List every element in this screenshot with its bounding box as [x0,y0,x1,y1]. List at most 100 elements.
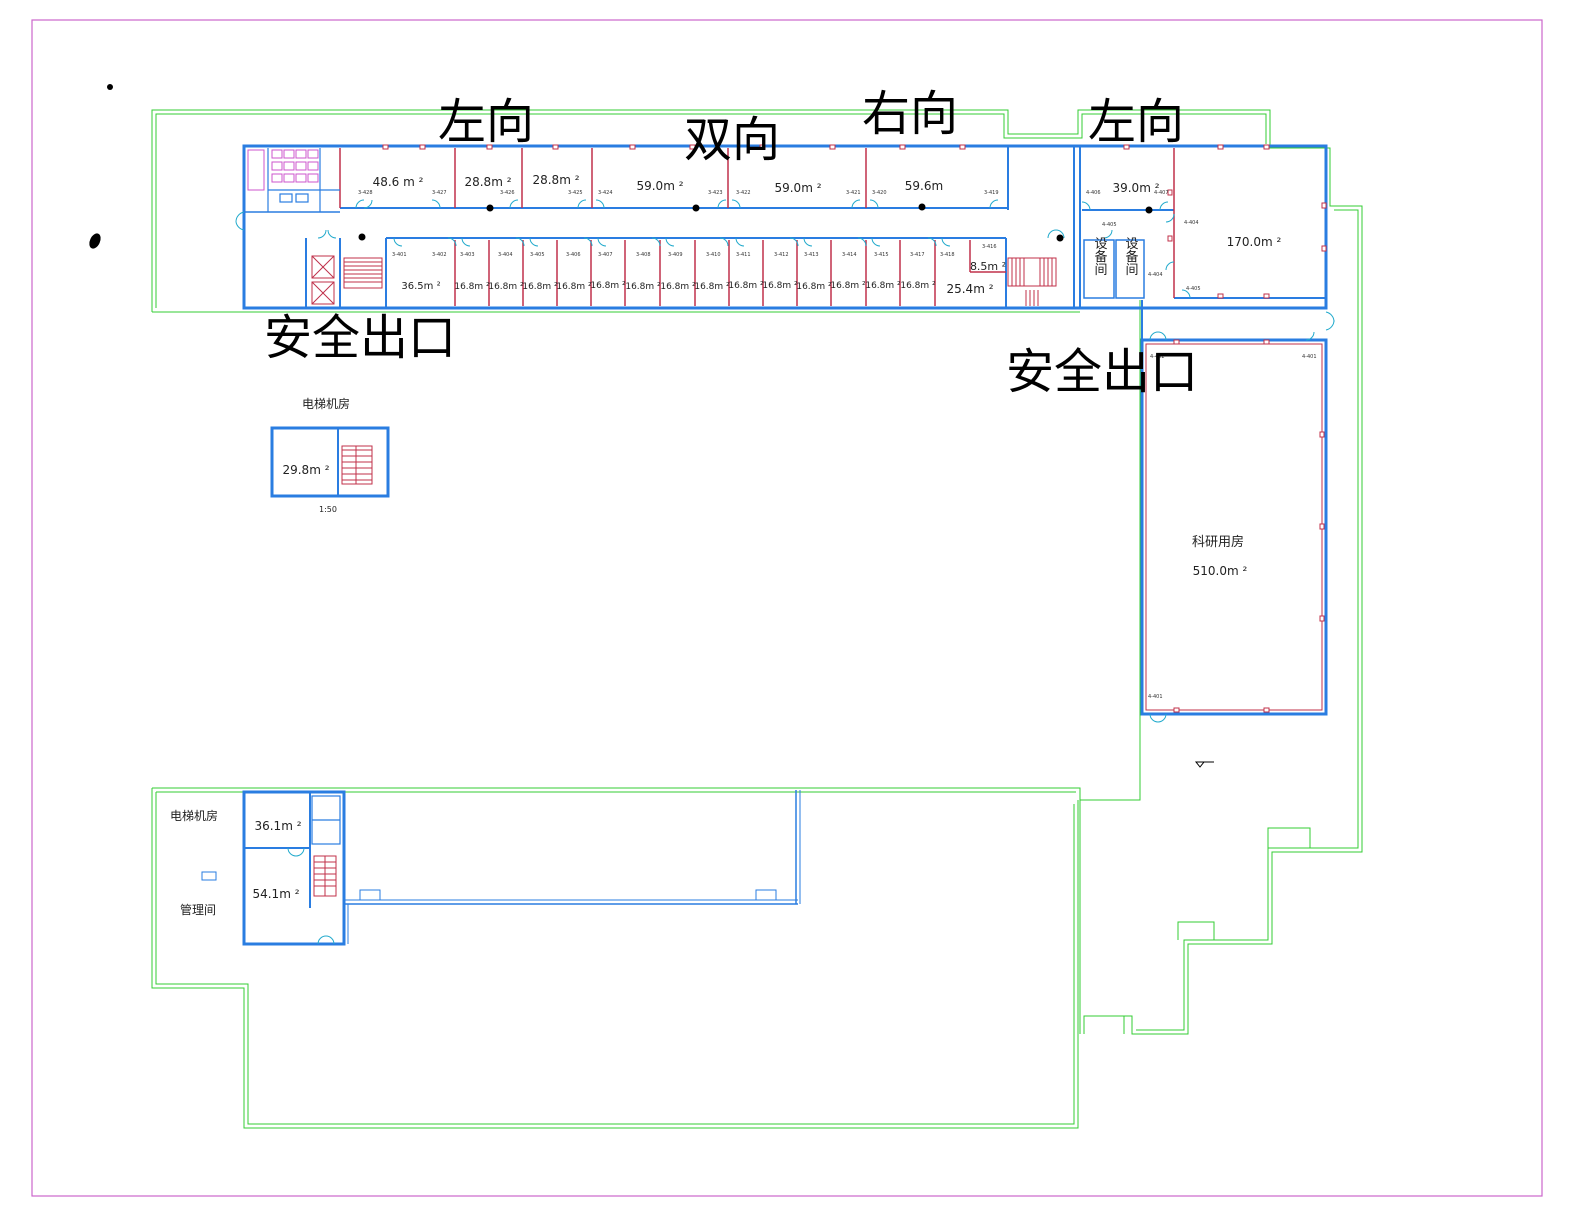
top-room-labels: 48.6 m ² 28.8m ² 28.8m ² 59.0m ² 59.0m ²… [373,173,1282,249]
room-area-label: 16.8m ² [625,282,661,292]
wall-ticks [382,144,1327,299]
svg-text:3-403: 3-403 [460,252,475,258]
svg-text:4-405: 4-405 [1186,286,1201,292]
svg-text:4-407: 4-407 [1154,190,1169,196]
room-number-marks: 3-428 3-427 3-426 3-425 3-424 3-423 3-422 3-4… [358,190,1317,700]
bottom-room-area-2: 54.1m ² [252,887,299,901]
blob-mark [89,233,101,249]
stair-left [343,257,383,289]
room-area-label: 59.0m ² [774,181,821,195]
bottom-elevator-title: 电梯机房 [170,808,218,823]
outer-outline [151,109,1363,1129]
mgmt-room-marker [201,871,217,881]
room-area-label: 36.5m ² [401,281,440,292]
svg-text:3-411: 3-411 [736,252,751,258]
elevator-room-area: 29.8m ² [282,463,329,477]
door-swings [235,199,1335,331]
research-doors [1149,331,1315,723]
scale-label: 1:50 [319,505,337,514]
svg-text:3-422: 3-422 [736,190,751,196]
svg-text:3-418: 3-418 [940,252,955,258]
svg-text:3-428: 3-428 [358,190,373,196]
svg-text:4-404: 4-404 [1148,272,1163,278]
svg-text:3-415: 3-415 [874,252,889,258]
safety-exit-1: 安全出口 [264,310,456,366]
svg-text:3-427: 3-427 [432,190,447,196]
bottom-left-stair [313,855,337,897]
svg-text:3-425: 3-425 [568,190,583,196]
svg-text:3-424: 3-424 [598,190,613,196]
bottom-left-block [242,790,801,946]
room-area-label: 48.6 m ² [373,175,424,189]
svg-text:3-402: 3-402 [432,252,447,258]
equipment-room-label: 设备间 [1092,237,1108,276]
research-room-name: 科研用房 [1192,534,1244,550]
svg-text:4-405: 4-405 [1102,222,1117,228]
svg-text:4-401: 4-401 [1148,694,1163,700]
room-area-label: 16.8m ² [900,281,936,291]
room-area-label: 28.8m ² [532,173,579,187]
room-area-label: 16.8m ² [556,282,592,292]
svg-text:3-404: 3-404 [498,252,513,258]
svg-text:4-404: 4-404 [1184,220,1199,226]
dot-mark [107,84,113,90]
svg-text:3-413: 3-413 [804,252,819,258]
bottom-partitions [454,240,1006,306]
svg-text:3-421: 3-421 [846,190,861,196]
top-wing-walls [242,144,1328,310]
room-area-label: 16.8m ² [830,281,866,291]
restroom-fixtures [247,149,319,191]
safety-exit-2: 安全出口 [1006,344,1198,400]
mgmt-room-label: 管理间 [180,902,216,917]
room-area-label: 16.8m ² [762,281,798,291]
equipment-labels: 设备间 设备间 [1092,237,1139,276]
svg-text:4-402: 4-402 [1150,354,1165,360]
room-area-label: 16.8m ² [796,282,832,292]
room-area-label: 28.8m ² [464,175,511,189]
room-area-label: 39.0m ² [1112,181,1159,195]
svg-text:3-420: 3-420 [872,190,887,196]
corridor-nodes [358,203,1153,242]
svg-text:4-406: 4-406 [1086,190,1101,196]
equipment-rooms [1083,239,1145,299]
north-arrow-mark [1194,761,1214,768]
room-area-label: 16.8m ² [454,282,490,292]
room-area-label: 16.8m ² [590,281,626,291]
svg-text:3-419: 3-419 [984,190,999,196]
direction-left-1: 左向 [438,94,534,150]
bottom-room-area-1: 36.1m ² [254,819,301,833]
room-area-label: 16.8m ² [522,282,558,292]
svg-text:3-409: 3-409 [668,252,683,258]
elevator-shafts [311,255,335,305]
svg-text:3-408: 3-408 [636,252,651,258]
research-room-area: 510.0m ² [1193,564,1248,578]
research-ticks [1173,339,1325,713]
elevator-room-detail [270,426,390,498]
room-area-label: 16.8m ² [694,282,730,292]
svg-text:3-410: 3-410 [706,252,721,258]
equipment-room-label: 设备间 [1123,237,1139,276]
room-area-label: 16.8m ² [488,282,524,292]
room-area-label: 16.8m ² [728,281,764,291]
room-area-label: 59.6m [905,179,943,193]
svg-text:3-414: 3-414 [842,252,857,258]
svg-text:3-417: 3-417 [910,252,925,258]
svg-text:3-412: 3-412 [774,252,789,258]
direction-both: 双向 [684,112,780,168]
svg-text:3-405: 3-405 [530,252,545,258]
svg-text:3-426: 3-426 [500,190,515,196]
svg-text:3-406: 3-406 [566,252,581,258]
room-area-label: 16.8m ² [865,281,901,291]
room-area-label: 8.5m ² [970,260,1006,273]
bottom-left-doors [287,847,335,945]
svg-text:3-423: 3-423 [708,190,723,196]
svg-text:3-401: 3-401 [392,252,407,258]
direction-right: 右向 [862,86,958,142]
top-partitions [339,148,1175,298]
restroom-walls [267,148,340,212]
bottom-room-labels: 36.5m ² 16.8m ² 16.8m ² 16.8m ² 16.8m ² … [401,260,1006,296]
room-area-label: 59.0m ² [636,179,683,193]
room-area-label: 170.0m ² [1227,235,1282,249]
room-area-label: 25.4m ² [946,282,993,296]
